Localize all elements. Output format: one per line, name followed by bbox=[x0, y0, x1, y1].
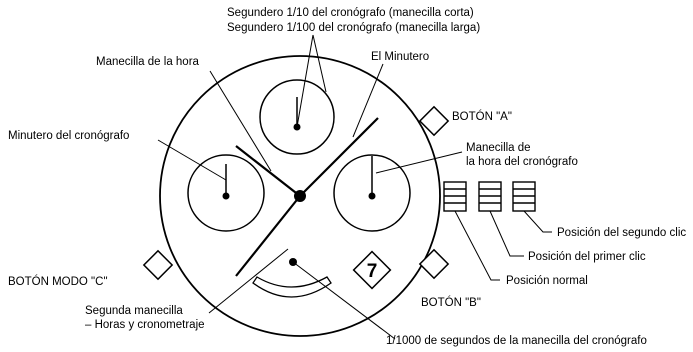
hour-hand bbox=[235, 145, 301, 197]
date-window-digit: 7 bbox=[367, 261, 378, 282]
button-mode-c[interactable] bbox=[142, 249, 174, 281]
watch-case bbox=[159, 55, 441, 337]
leader-minute-hand bbox=[352, 63, 384, 138]
label-button-a: BOTÓN "A" bbox=[452, 110, 512, 123]
button-b[interactable] bbox=[418, 248, 450, 280]
date-window: 7 bbox=[352, 250, 392, 290]
crown-normal bbox=[443, 181, 467, 212]
label-seg-hundredth: Segundero 1/100 del cronógrafo (manecill… bbox=[227, 22, 480, 34]
label-seg-tenth: Segundero 1/10 del cronógrafo (manecilla… bbox=[227, 7, 474, 19]
chrono-second-hand bbox=[235, 195, 301, 277]
crown-first-click bbox=[478, 181, 502, 212]
leader-first-click bbox=[489, 210, 524, 257]
leader-thousandth bbox=[292, 261, 396, 340]
leader-chrono-minute bbox=[157, 139, 227, 181]
subdial-top bbox=[259, 79, 335, 155]
label-thousandth: 1/1000 de segundos de la manecilla del c… bbox=[386, 335, 647, 347]
label-hour-hand: Manecilla de la hora bbox=[96, 56, 200, 68]
label-second-hand-1: Segunda manecilla bbox=[85, 305, 183, 317]
subdial-left-pivot bbox=[222, 192, 230, 200]
leader-chrono-hour bbox=[375, 151, 463, 174]
label-second-click: Posición del segundo clic bbox=[557, 227, 686, 239]
leader-normal bbox=[454, 210, 500, 281]
label-normal: Posición normal bbox=[506, 275, 588, 287]
label-first-click: Posición del primer clic bbox=[528, 251, 646, 263]
label-button-mode-c: BOTÓN MODO "C" bbox=[8, 275, 108, 288]
label-chrono-hour-1: Manecilla de bbox=[466, 142, 531, 154]
leader-second-click bbox=[523, 210, 552, 233]
leader-second-hand bbox=[208, 248, 289, 314]
button-a[interactable] bbox=[418, 105, 450, 137]
label-chrono-minute: Minutero del cronógrafo bbox=[8, 130, 129, 142]
center-pivot bbox=[294, 190, 306, 202]
leader-hour-hand bbox=[209, 70, 272, 172]
subdial-left bbox=[187, 154, 265, 232]
minute-hand bbox=[299, 117, 379, 197]
crown-second-click bbox=[512, 181, 536, 212]
leader-seg-tenth bbox=[296, 34, 314, 128]
leader-seg-hundredth bbox=[312, 34, 327, 93]
subdial-right bbox=[333, 154, 411, 232]
label-second-hand-2: – Horas y cronometraje bbox=[85, 319, 205, 331]
label-button-b: BOTÓN "B" bbox=[421, 296, 481, 309]
label-minute-hand: El Minutero bbox=[371, 51, 429, 63]
subdial-right-pivot bbox=[368, 192, 376, 200]
label-chrono-hour-2: la hora del cronógrafo bbox=[466, 156, 578, 168]
bottom-arc-window bbox=[252, 276, 332, 298]
